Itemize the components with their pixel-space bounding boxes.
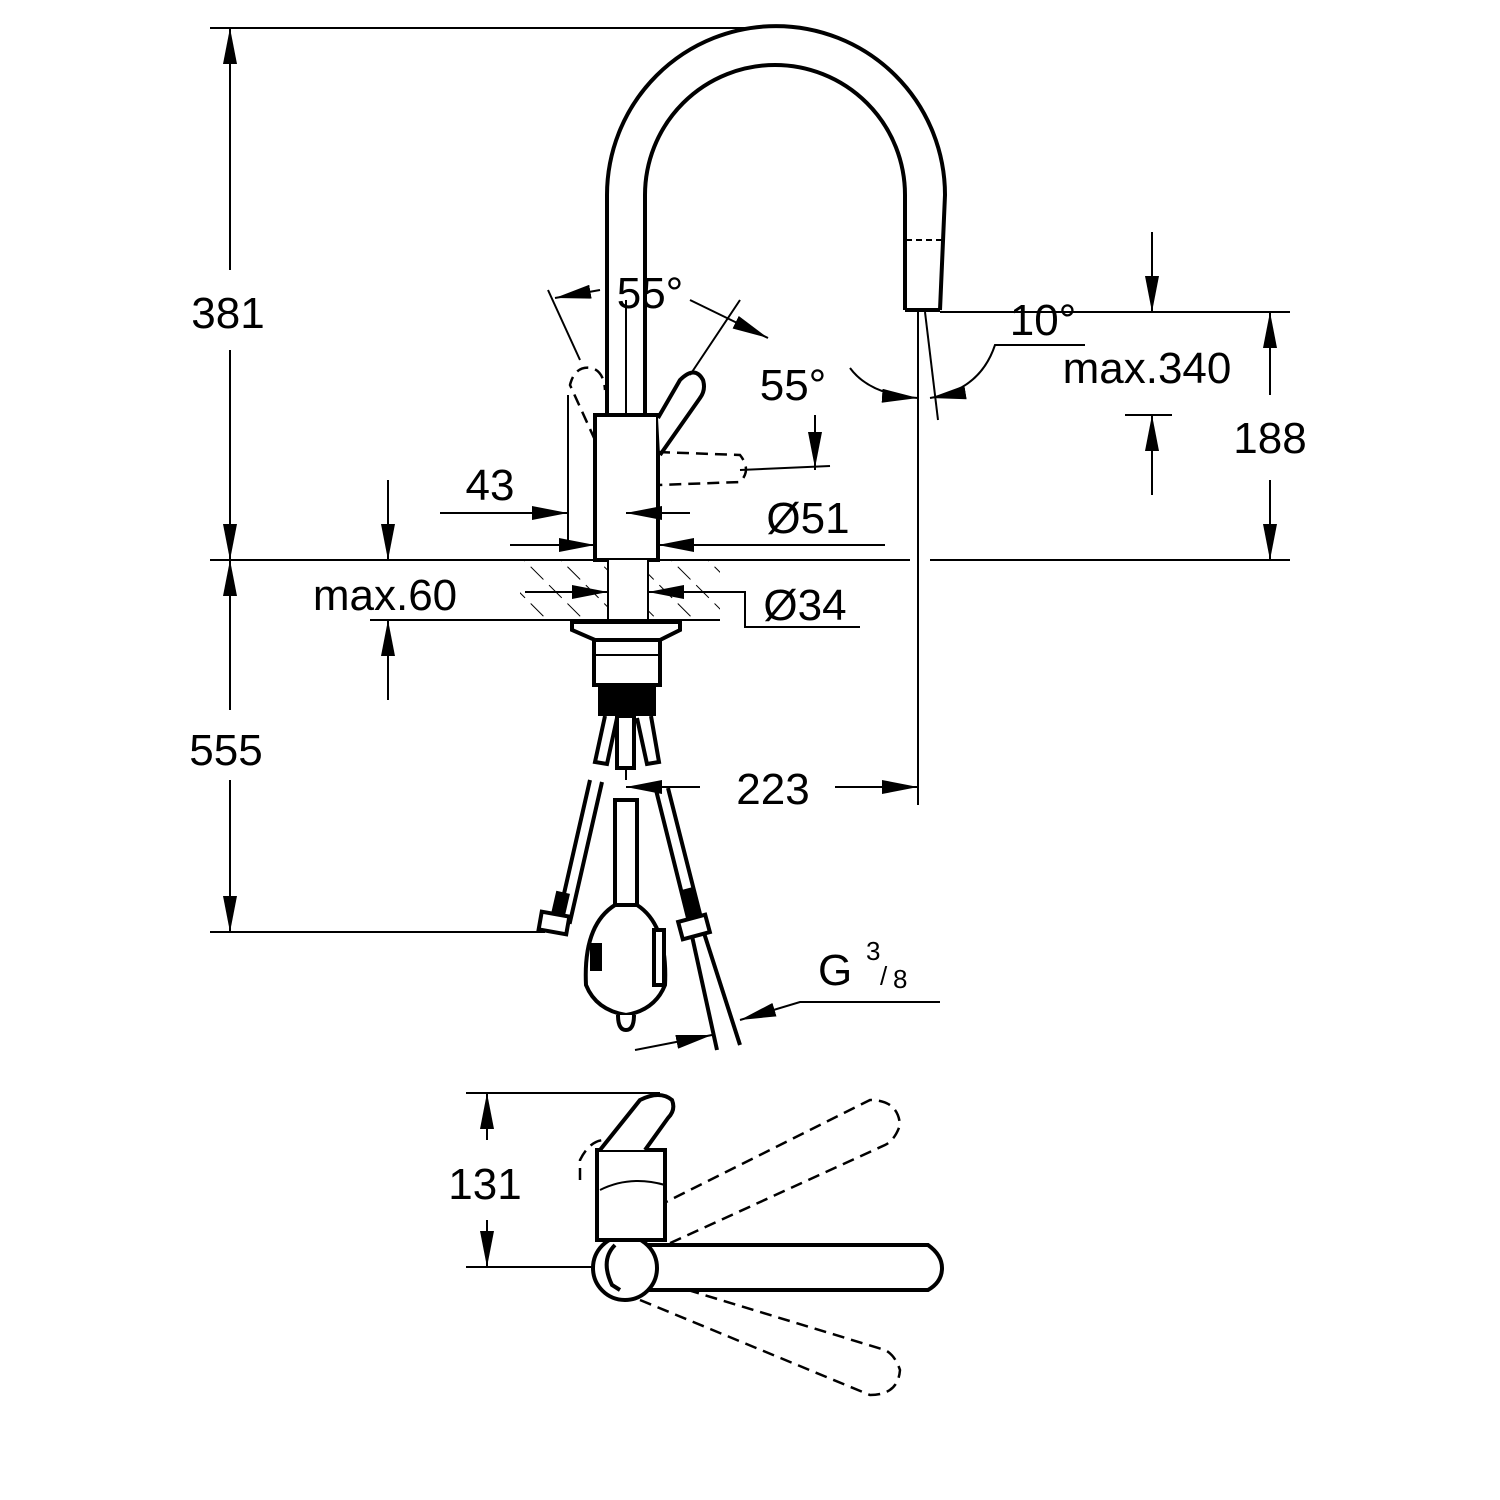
dim-43-51: 43 Ø51 [440,395,885,552]
angle-55-left-label: 55° [617,269,684,318]
lever-handle [656,370,706,457]
dim-max-60: max.60 [313,480,457,700]
angle-10-label: 10° [1010,296,1077,345]
thread-slash: / [880,961,888,991]
faucet-base [593,413,660,562]
dim-43-label: 43 [466,461,515,510]
max-60-label: max.60 [313,571,457,620]
lever-ghost-down [657,450,748,487]
max-340-label: max.340 [1063,344,1232,393]
dim-381-label: 381 [191,289,264,338]
dim-spout-tilt: 10° max.340 [849,232,1290,495]
dim-51-label: Ø51 [766,494,849,543]
mounting-and-hoses [536,620,742,1051]
thread-spec: G 3 / 8 [634,936,940,1051]
lever-ghost-left [568,366,607,441]
dim-height-188: 188 [1233,312,1307,560]
dim-34-label: Ø34 [763,581,846,630]
dim-height-381: 381 [191,28,265,560]
top-view: 131 [448,1092,945,1397]
dim-lever-angles: 55° 55° [547,269,831,471]
thread-denominator: 8 [893,964,907,994]
dim-223-label: 223 [736,765,809,814]
thread-numerator: 3 [866,936,880,966]
countertop: Ø34 [370,560,860,630]
dim-188-label: 188 [1233,414,1306,463]
thread-g-label: G [818,946,852,995]
angle-55-right-label: 55° [760,361,827,410]
dim-projection-223: 223 [626,765,918,814]
dim-555-label: 555 [189,726,262,775]
dim-length-555: 555 [189,560,263,932]
dim-131-label: 131 [448,1160,521,1209]
